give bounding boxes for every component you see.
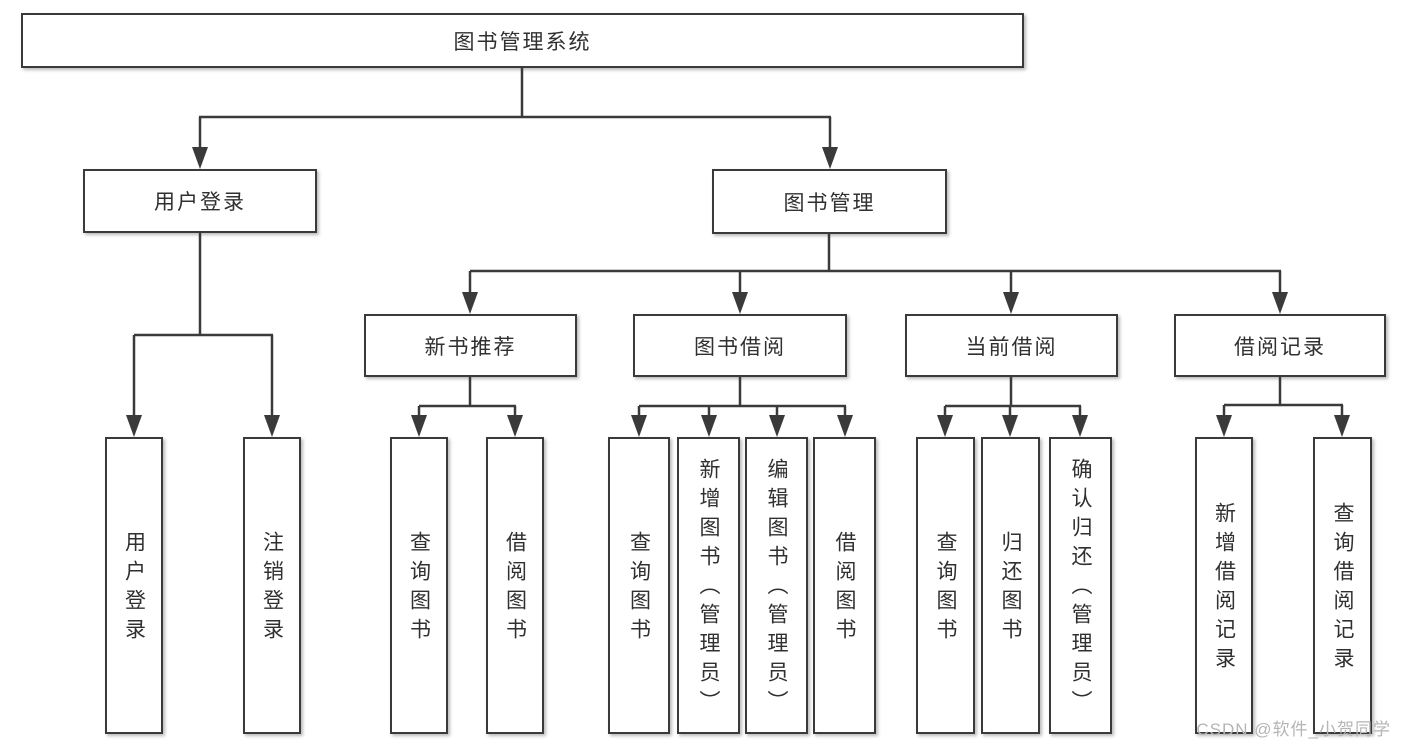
leaf-logout: 注销登录	[243, 437, 301, 734]
leaf-edit-books-admin: 编辑图书（管理员）	[745, 437, 808, 734]
leaf-return-books: 归还图书	[981, 437, 1040, 734]
node-book-management: 图书管理	[712, 169, 947, 234]
leaf-borrow-books-recommend: 借阅图书	[486, 437, 544, 734]
node-library-management-system: 图书管理系统	[21, 13, 1024, 68]
leaf-query-books-recommend: 查询图书	[390, 437, 448, 734]
node-new-book-recommend: 新书推荐	[364, 314, 577, 377]
node-borrowing-records: 借阅记录	[1174, 314, 1386, 377]
leaf-add-borrow-record: 新增借阅记录	[1195, 437, 1253, 734]
leaf-confirm-return-admin: 确认归还（管理员）	[1049, 437, 1112, 734]
leaf-query-borrow-record: 查询借阅记录	[1313, 437, 1372, 734]
node-current-borrowing: 当前借阅	[905, 314, 1118, 377]
leaf-query-books-current: 查询图书	[916, 437, 975, 734]
csdn-watermark: CSDN @软件_小贺同学	[1196, 720, 1391, 739]
node-book-borrowing: 图书借阅	[633, 314, 847, 377]
node-user-login: 用户登录	[83, 169, 317, 233]
leaf-borrow-books-borrowing: 借阅图书	[813, 437, 876, 734]
leaf-query-books-borrowing: 查询图书	[608, 437, 670, 734]
leaf-user-login: 用户登录	[105, 437, 163, 734]
leaf-add-books-admin: 新增图书（管理员）	[677, 437, 740, 734]
